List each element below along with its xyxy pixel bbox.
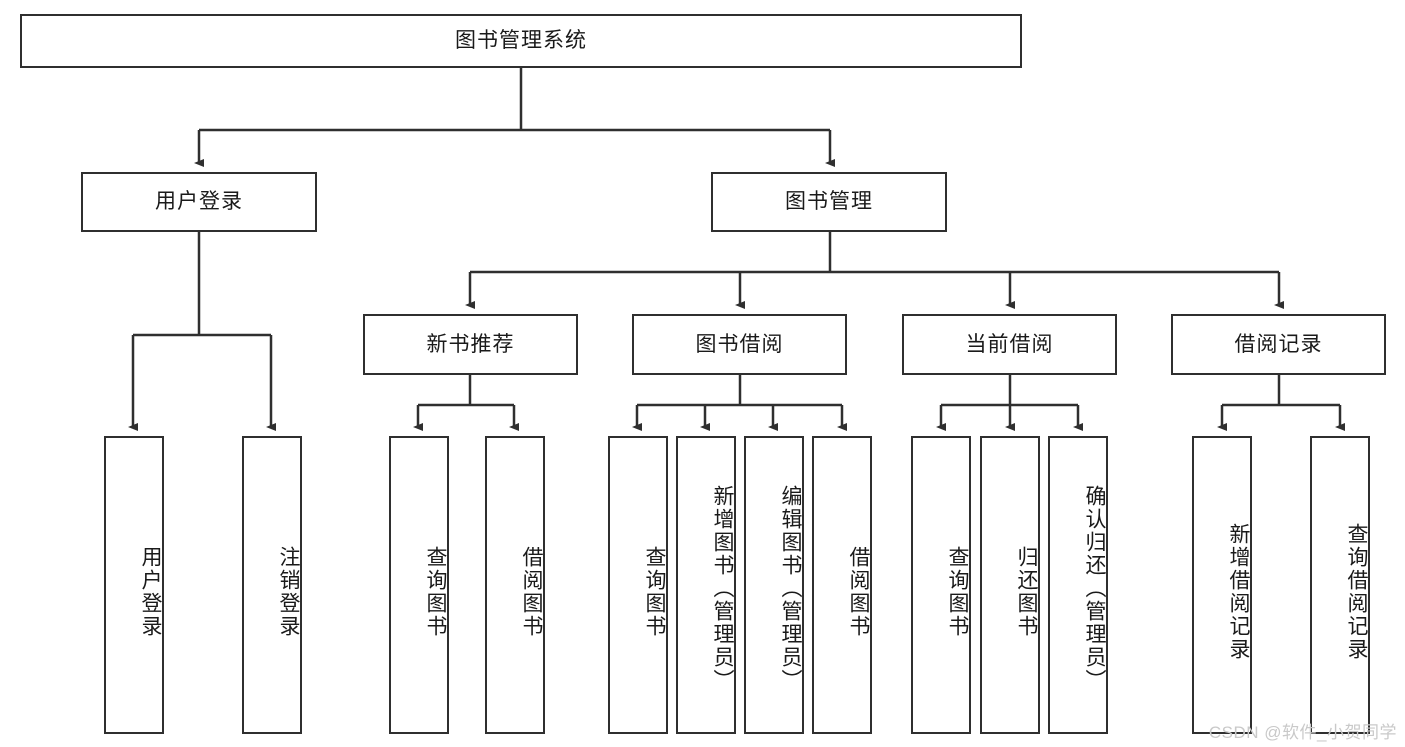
node-label: 查询图书 — [643, 546, 666, 638]
node-root-system[interactable]: 图书管理系统 — [20, 14, 1022, 68]
node-label: 借阅图书 — [847, 546, 870, 638]
node-book-management[interactable]: 图书管理 — [711, 172, 947, 232]
node-book-borrow[interactable]: 图书借阅 — [632, 314, 847, 375]
node-label: 查询图书 — [946, 546, 969, 638]
node-label: 新增借阅记录 — [1227, 523, 1250, 661]
node-borrow-record[interactable]: 借阅记录 — [1171, 314, 1386, 375]
node-label: 图书管理 — [785, 190, 873, 214]
node-label: 借阅图书 — [520, 546, 543, 638]
node-label: 归还图书 — [1015, 546, 1038, 638]
node-label: 借阅记录 — [1234, 332, 1323, 356]
leaf-current-return-book[interactable]: 归还图书 — [980, 436, 1040, 734]
leaf-borrow-query-book[interactable]: 查询图书 — [608, 436, 668, 734]
node-label: 确认归还（管理员） — [1083, 484, 1106, 692]
leaf-new-book-query[interactable]: 查询图书 — [389, 436, 449, 734]
node-label: 查询图书 — [424, 546, 447, 638]
node-label: 图书管理系统 — [455, 29, 587, 53]
node-label: 新书推荐 — [426, 332, 515, 356]
node-label: 图书借阅 — [695, 332, 784, 356]
leaf-user-login-logout[interactable]: 注销登录 — [242, 436, 302, 734]
leaf-current-confirm-return-admin[interactable]: 确认归还（管理员） — [1048, 436, 1108, 734]
node-new-book-recommend[interactable]: 新书推荐 — [363, 314, 578, 375]
node-label: 新增图书（管理员） — [711, 484, 734, 692]
node-current-borrow[interactable]: 当前借阅 — [902, 314, 1117, 375]
leaf-borrow-borrow-book[interactable]: 借阅图书 — [812, 436, 872, 734]
node-label: 用户登录 — [139, 546, 162, 638]
leaf-borrow-add-book-admin[interactable]: 新增图书（管理员） — [676, 436, 736, 734]
node-label: 当前借阅 — [965, 332, 1054, 356]
leaf-borrow-edit-book-admin[interactable]: 编辑图书（管理员） — [744, 436, 804, 734]
leaf-record-add-record[interactable]: 新增借阅记录 — [1192, 436, 1252, 734]
node-label: 编辑图书（管理员） — [779, 484, 802, 692]
node-label: 用户登录 — [155, 190, 243, 214]
leaf-user-login-login[interactable]: 用户登录 — [104, 436, 164, 734]
leaf-current-query-book[interactable]: 查询图书 — [911, 436, 971, 734]
node-label: 注销登录 — [277, 546, 300, 638]
watermark-text: CSDN @软件_小贺同学 — [1208, 723, 1397, 742]
leaf-record-query-record[interactable]: 查询借阅记录 — [1310, 436, 1370, 734]
node-label: 查询借阅记录 — [1345, 523, 1368, 661]
leaf-new-book-borrow[interactable]: 借阅图书 — [485, 436, 545, 734]
node-user-login[interactable]: 用户登录 — [81, 172, 317, 232]
